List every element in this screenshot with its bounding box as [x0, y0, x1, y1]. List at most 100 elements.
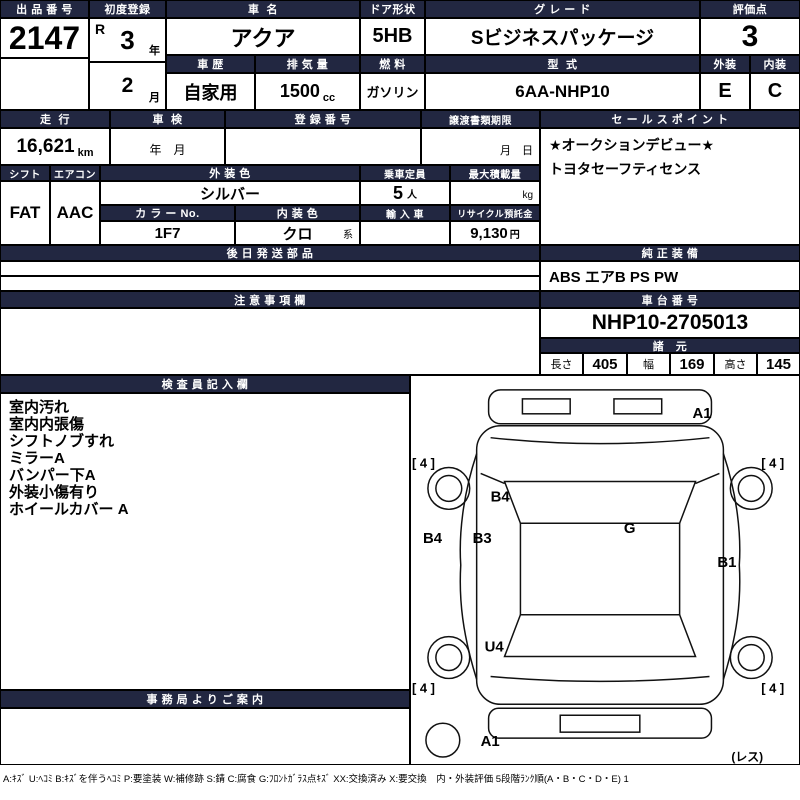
damage-label-b3: B3 — [473, 530, 492, 547]
capacity-cell: 5 人 — [360, 181, 450, 205]
caution-area — [0, 308, 540, 375]
interior-color-cell: クロ 系 — [235, 221, 360, 245]
tire-depth-rear-left: [ 4 ] — [412, 680, 435, 695]
sales-point-label: セ ー ル ス ポ イ ン ト — [540, 110, 800, 128]
interior-color-value: クロ — [282, 225, 313, 243]
auction-number-empty-cell — [0, 58, 89, 110]
recycle-deposit-value: 9,130 — [470, 224, 508, 242]
inspector-note-line: バンパー下A — [9, 467, 96, 484]
interior-grade-label: 内装 — [750, 55, 800, 73]
spec-height-label: 高さ — [714, 353, 757, 375]
first-registration-month-cell: 2 月 — [89, 62, 166, 110]
inspector-note-line: 外装小傷有り — [9, 484, 100, 501]
interior-grade-value: C — [750, 73, 800, 110]
spec-length-value: 405 — [583, 353, 627, 375]
exterior-color-label: 外 装 色 — [100, 165, 360, 181]
spec-width-label: 幅 — [627, 353, 670, 375]
specs-label: 諸 元 — [540, 338, 800, 353]
first-reg-year-value: 3 — [120, 24, 135, 55]
aircon-value: AAC — [50, 181, 100, 245]
first-reg-month-value: 2 — [121, 74, 134, 97]
recycle-deposit-unit: 円 — [509, 230, 520, 241]
later-parts-row-2 — [0, 276, 540, 291]
spec-length-label: 長さ — [540, 353, 583, 375]
recycle-deposit-cell: 9,130 円 — [450, 221, 540, 245]
damage-label-a1-rear: A1 — [481, 733, 500, 750]
displacement-cell: 1500 cc — [255, 73, 360, 110]
mileage-label: 走 行 — [0, 110, 110, 128]
exterior-color-value: シルバー — [100, 181, 360, 205]
interior-color-suffix: 系 — [343, 230, 353, 241]
interior-color-label: 内 装 色 — [235, 205, 360, 221]
exterior-grade-value: E — [700, 73, 750, 110]
shift-value: FAT — [0, 181, 50, 245]
inspector-note-line: ミラーA — [9, 450, 65, 467]
import-car-label: 輸 入 車 — [360, 205, 450, 221]
spec-width-value: 169 — [670, 353, 714, 375]
displacement-value: 1500 — [279, 81, 320, 101]
mileage-value: 16,621 — [16, 135, 75, 157]
transfer-deadline-label: 譲渡書類期限 — [421, 110, 540, 128]
damage-label-a1-front: A1 — [693, 405, 712, 422]
genuine-equipment-label: 純 正 装 備 — [540, 245, 800, 261]
chassis-number-value: NHP10-2705013 — [540, 308, 800, 338]
exterior-grade-label: 外装 — [700, 55, 750, 73]
car-diagram: A1 [ 4 ] [ 4 ] [ 4 ] [ 4 ] B4 B4 B3 G B1… — [410, 375, 800, 765]
car-diagram-svg: A1 [ 4 ] [ 4 ] [ 4 ] [ 4 ] B4 B4 B3 G B1… — [412, 389, 784, 764]
score-value: 3 — [700, 18, 800, 55]
office-info-area — [0, 708, 410, 765]
damage-label-g: G — [624, 520, 636, 537]
mileage-cell: 16,621 km — [0, 128, 110, 165]
sales-point-line1: ★オークションデビュー★ — [549, 137, 715, 153]
sales-point-box: ★オークションデビュー★ トヨタセーフティセンス — [540, 128, 800, 245]
displacement-label: 排 気 量 — [255, 55, 360, 73]
inspector-notes-area: 室内汚れ 室内内張傷 シフトノブすれ ミラーA バンパー下A 外装小傷有り ホイ… — [0, 393, 410, 690]
auction-number-value: 2147 — [0, 18, 89, 58]
damage-label-b1: B1 — [717, 554, 736, 571]
inspector-notes-label: 検 査 員 記 入 欄 — [0, 375, 410, 393]
legend-text: A:ｷｽﾞ U:ﾍｺﾐ B:ｷｽﾞを伴うﾍｺﾐ P:要塗装 W:補修跡 S:錆 … — [3, 771, 797, 785]
sales-point-line2: トヨタセーフティセンス — [549, 161, 702, 177]
registration-number-value — [225, 128, 421, 165]
inspector-note-line: 室内内張傷 — [9, 416, 85, 433]
capacity-label: 乗車定員 — [360, 165, 450, 181]
max-load-label: 最大積載量 — [450, 165, 540, 181]
capacity-value: 5 — [392, 182, 403, 203]
score-label: 評価点 — [700, 0, 800, 18]
door-shape-value: 5HB — [360, 18, 425, 55]
car-name-value: アクア — [166, 18, 360, 55]
aircon-label: エアコン — [50, 165, 100, 181]
model-code-label: 型 式 — [425, 55, 700, 73]
color-no-value: 1F7 — [100, 221, 235, 245]
inspection-label: 車 検 — [110, 110, 225, 128]
first-reg-month-unit: 月 — [149, 92, 160, 104]
chassis-number-label: 車 台 番 号 — [540, 291, 800, 308]
office-info-label: 事 務 局 よ り ご 案 内 — [0, 690, 410, 708]
inspector-note-line: ホイールカバー A — [9, 501, 129, 518]
mileage-unit: km — [77, 147, 94, 159]
genuine-equipment-value: ABS エアB PS PW — [540, 261, 800, 291]
import-car-value — [360, 221, 450, 245]
capacity-unit: 人 — [407, 190, 417, 201]
damage-label-u4: U4 — [485, 639, 505, 656]
first-registration-label: 初度登録 — [89, 0, 166, 18]
damage-label-b4-side: B4 — [423, 530, 443, 547]
first-registration-year-cell: R 3 年 — [89, 18, 166, 62]
transfer-deadline-value: 月 日 — [421, 128, 540, 165]
max-load-unit: kg — [450, 181, 540, 205]
spec-height-value: 145 — [757, 353, 800, 375]
inspector-note-line: 室内汚れ — [9, 399, 70, 416]
registration-number-label: 登 録 番 号 — [225, 110, 421, 128]
damage-label-b4-fender: B4 — [491, 488, 511, 505]
later-parts-label: 後 日 発 送 部 品 — [0, 245, 540, 261]
displacement-unit: cc — [322, 92, 336, 104]
history-label: 車 歴 — [166, 55, 255, 73]
grade-value: Sビジネスパッケージ — [425, 18, 700, 55]
caution-label: 注 意 事 項 欄 — [0, 291, 540, 308]
grade-label: グ レ ー ド — [425, 0, 700, 18]
history-value: 自家用 — [166, 73, 255, 110]
first-reg-year-unit: 年 — [149, 45, 160, 57]
fuel-label: 燃 料 — [360, 55, 425, 73]
tire-depth-front-left: [ 4 ] — [412, 456, 435, 471]
tire-depth-rear-right: [ 4 ] — [761, 680, 784, 695]
